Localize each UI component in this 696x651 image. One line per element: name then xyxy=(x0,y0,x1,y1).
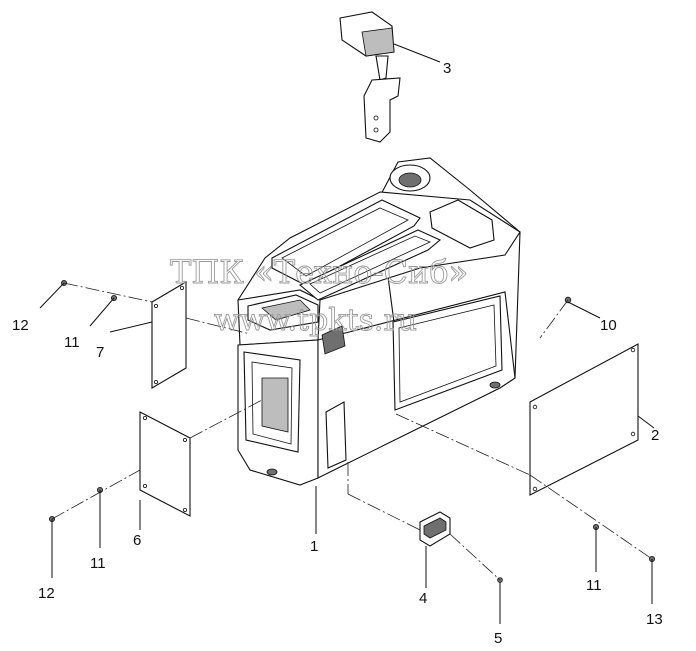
callout-1: 1 xyxy=(310,538,318,555)
callout-2: 2 xyxy=(651,427,659,444)
callout-11-left-upper: 11 xyxy=(64,334,80,351)
cover-panel-7 xyxy=(151,281,187,389)
watermark: ТПК «Техно-Сиб» www.tpkts.ru xyxy=(170,253,469,339)
side-cover-panel-2 xyxy=(529,343,639,496)
watermark-url: www.tpkts.ru xyxy=(214,303,417,338)
callout-6: 6 xyxy=(133,532,141,549)
assembly-center-lines xyxy=(51,282,653,581)
leader-lines xyxy=(39,43,655,624)
callout-3: 3 xyxy=(443,60,451,77)
callout-11-right: 11 xyxy=(586,577,602,594)
callout-labels: 3 2 10 7 6 1 4 5 12 11 12 11 11 13 xyxy=(12,60,663,647)
cover-panel-6 xyxy=(139,411,191,517)
callout-7: 7 xyxy=(96,344,104,361)
callout-10: 10 xyxy=(600,317,617,334)
callout-11-left-lower: 11 xyxy=(90,555,106,572)
console-housing xyxy=(237,157,521,486)
armrest-lever-part xyxy=(339,11,401,143)
callout-13: 13 xyxy=(646,611,663,628)
callout-5: 5 xyxy=(494,630,502,647)
switch-block-part-4 xyxy=(419,511,451,547)
watermark-company: ТПК «Техно-Сиб» xyxy=(170,253,468,291)
callout-12-upper: 12 xyxy=(12,317,29,334)
callout-4: 4 xyxy=(419,590,427,607)
callout-12-lower: 12 xyxy=(38,585,55,602)
